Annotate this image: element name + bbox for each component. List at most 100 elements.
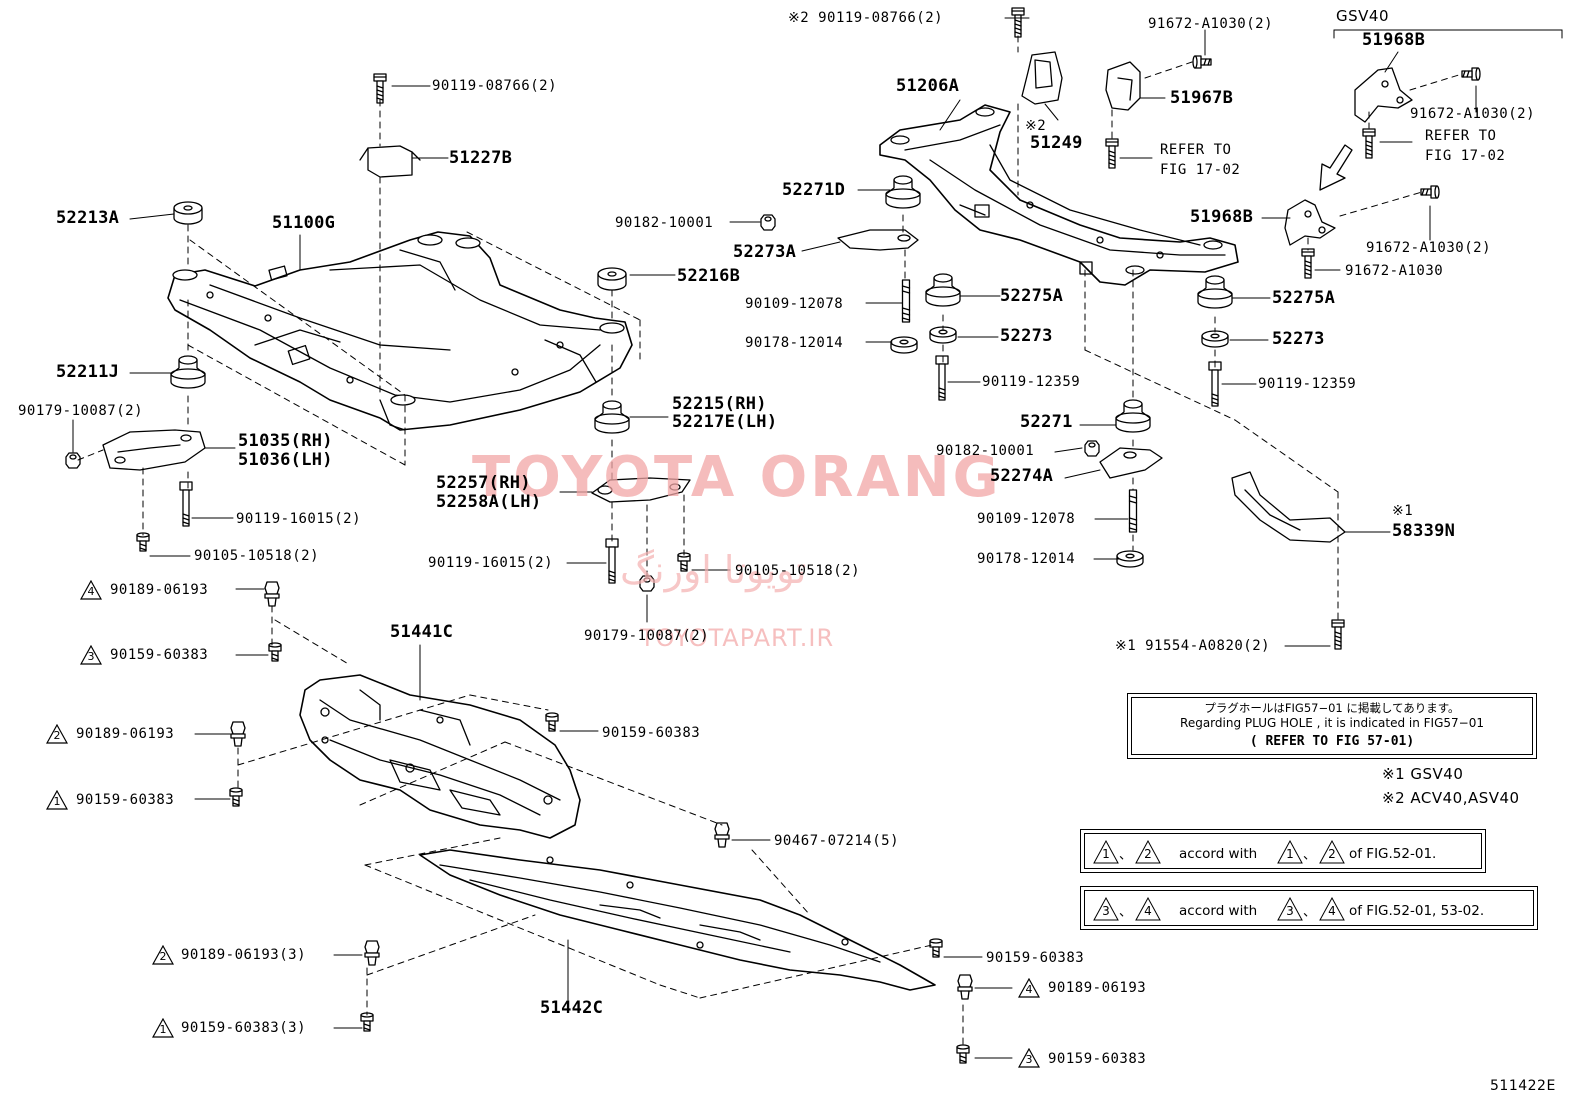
figure-code: 511422E: [1490, 1078, 1556, 1094]
engine-under-cover-51441c: [299, 674, 581, 839]
part-label[interactable]: 51206A: [896, 76, 960, 96]
part-label[interactable]: 90119-12359: [1258, 376, 1357, 392]
refer-note[interactable]: FIG 17-02: [1425, 148, 1506, 164]
part-label[interactable]: 90119-08766(2): [432, 78, 558, 94]
triangle-marker-icon: 4: [79, 579, 103, 600]
part-label[interactable]: 90109-12078: [745, 296, 844, 312]
part-label[interactable]: ※2 90119-08766(2): [788, 10, 944, 26]
bracket-51249: [1021, 51, 1063, 105]
part-label[interactable]: 52211J: [56, 362, 120, 382]
part-label[interactable]: 52216B: [677, 266, 741, 286]
watermark-site: TOYOTAPART.IR: [640, 624, 835, 652]
part-label[interactable]: 52217E(LH): [672, 412, 778, 432]
part-label[interactable]: 90178-12014: [745, 335, 844, 351]
part-label[interactable]: 51442C: [540, 998, 604, 1018]
variant-mark: ※2: [1025, 118, 1047, 134]
watermark-persian: تویوتا اورنگ: [620, 548, 807, 592]
part-label[interactable]: 90159-60383: [110, 647, 209, 663]
part-label[interactable]: 51441C: [390, 622, 454, 642]
part-label[interactable]: 90179-10087(2): [584, 628, 710, 644]
refer-note[interactable]: REFER TO: [1425, 128, 1497, 144]
part-label[interactable]: 90189-06193(3): [181, 947, 307, 963]
bracket-51035: [102, 429, 206, 471]
variant-mark: ※1: [1392, 503, 1414, 519]
leader-lines: [72, 17, 1477, 1059]
refer-note[interactable]: FIG 17-02: [1160, 162, 1241, 178]
triangle-marker-icon: 4: [1017, 977, 1041, 998]
part-label[interactable]: 91672-A1030(2): [1366, 240, 1492, 256]
part-label[interactable]: 90159-60383: [1048, 1051, 1147, 1067]
part-label[interactable]: 52257(RH): [436, 473, 531, 493]
part-label[interactable]: 52273: [1272, 329, 1325, 349]
part-label[interactable]: 58339N: [1392, 521, 1456, 541]
bracket-52257: [591, 477, 691, 503]
variant-header: GSV40: [1336, 7, 1389, 25]
part-label[interactable]: 90159-60383: [602, 725, 701, 741]
part-label[interactable]: 90159-60383: [76, 792, 175, 808]
triangle-marker-icon: 1: [45, 789, 69, 810]
bracket-52274a: [1099, 447, 1163, 479]
part-label[interactable]: 90179-10087(2): [18, 403, 144, 419]
part-label[interactable]: 51967B: [1170, 88, 1234, 108]
part-label[interactable]: 91672-A1030(2): [1148, 16, 1274, 32]
gsv40-bracket: [1333, 29, 1563, 39]
rear-member-51206a: [879, 104, 1239, 286]
bracket-51227b: [359, 145, 421, 178]
plug-hole-note[interactable]: プラグホールはFIG57−01 に掲載してあります。 Regarding PLU…: [1127, 693, 1537, 759]
part-label[interactable]: 90182-10001: [615, 215, 714, 231]
part-label[interactable]: 90189-06193: [110, 582, 209, 598]
part-label[interactable]: 90119-16015(2): [428, 555, 554, 571]
part-label[interactable]: ※1 91554-A0820(2): [1115, 638, 1271, 654]
part-label[interactable]: 90119-12359: [982, 374, 1081, 390]
part-label[interactable]: 91672-A1030(2): [1410, 106, 1536, 122]
part-label[interactable]: 51968B: [1362, 30, 1426, 50]
part-label[interactable]: 52213A: [56, 208, 120, 228]
bracket-51968b-mid: [1284, 199, 1336, 246]
note-refer-link[interactable]: ( REFER TO FIG 57-01): [1249, 734, 1415, 749]
part-label[interactable]: 51227B: [449, 148, 513, 168]
part-label[interactable]: 51249: [1030, 133, 1083, 153]
part-label[interactable]: 90189-06193: [76, 726, 175, 742]
part-label[interactable]: 91672-A1030: [1345, 263, 1444, 279]
part-label[interactable]: 52273A: [733, 242, 797, 262]
part-label[interactable]: 51035(RH): [238, 431, 333, 451]
part-label[interactable]: 90467-07214(5): [774, 833, 900, 849]
part-label[interactable]: 90119-16015(2): [236, 511, 362, 527]
part-label[interactable]: 51100G: [272, 213, 336, 233]
brace-58339n: [1231, 471, 1346, 543]
triangle-marker-icon: 1: [151, 1017, 175, 1038]
part-label[interactable]: 90159-60383(3): [181, 1020, 307, 1036]
note-line-jp: プラグホールはFIG57−01 に掲載してあります。: [1204, 701, 1460, 715]
part-label[interactable]: 52215(RH): [672, 394, 767, 414]
part-label[interactable]: 52271: [1020, 412, 1073, 432]
triangle-marker-icon: 3: [79, 644, 103, 665]
part-label[interactable]: 52258A(LH): [436, 492, 542, 512]
part-label[interactable]: 52273: [1000, 326, 1053, 346]
front-subframe-51100g: [167, 231, 633, 431]
part-label[interactable]: 90109-12078: [977, 511, 1076, 527]
part-label[interactable]: 52275A: [1272, 288, 1336, 308]
triangle-marker-icon: 3: [1017, 1047, 1041, 1068]
part-label[interactable]: 90189-06193: [1048, 980, 1147, 996]
part-label[interactable]: 51968B: [1190, 207, 1254, 227]
part-label[interactable]: 90182-10001: [936, 443, 1035, 459]
legend-x1: ※1 GSV40: [1382, 765, 1464, 783]
part-label[interactable]: 90159-60383: [986, 950, 1085, 966]
refer-note[interactable]: REFER TO: [1160, 142, 1232, 158]
triangle-marker-icon: 2: [45, 723, 69, 744]
triangle-marker-icon: 2: [151, 944, 175, 965]
part-label[interactable]: 52275A: [1000, 286, 1064, 306]
part-label[interactable]: 52274A: [990, 466, 1054, 486]
accord-row-2: 3 、 4 accord with 3 、 4 of FIG.52-01, 53…: [1080, 886, 1538, 930]
part-label[interactable]: 90105-10518(2): [735, 563, 861, 579]
part-label[interactable]: 90105-10518(2): [194, 548, 320, 564]
part-label[interactable]: 51036(LH): [238, 450, 333, 470]
bracket-52273a: [837, 229, 919, 251]
bracket-51968b-top: [1354, 67, 1413, 123]
note-line-en: Regarding PLUG HOLE , it is indicated in…: [1180, 716, 1484, 730]
part-label[interactable]: 90178-12014: [977, 551, 1076, 567]
engine-under-cover-51442c: [419, 849, 936, 991]
accord-row-1: 1 、 2 accord with 1 、 2 of FIG.52-01.: [1080, 829, 1486, 873]
part-label[interactable]: 52271D: [782, 180, 846, 200]
